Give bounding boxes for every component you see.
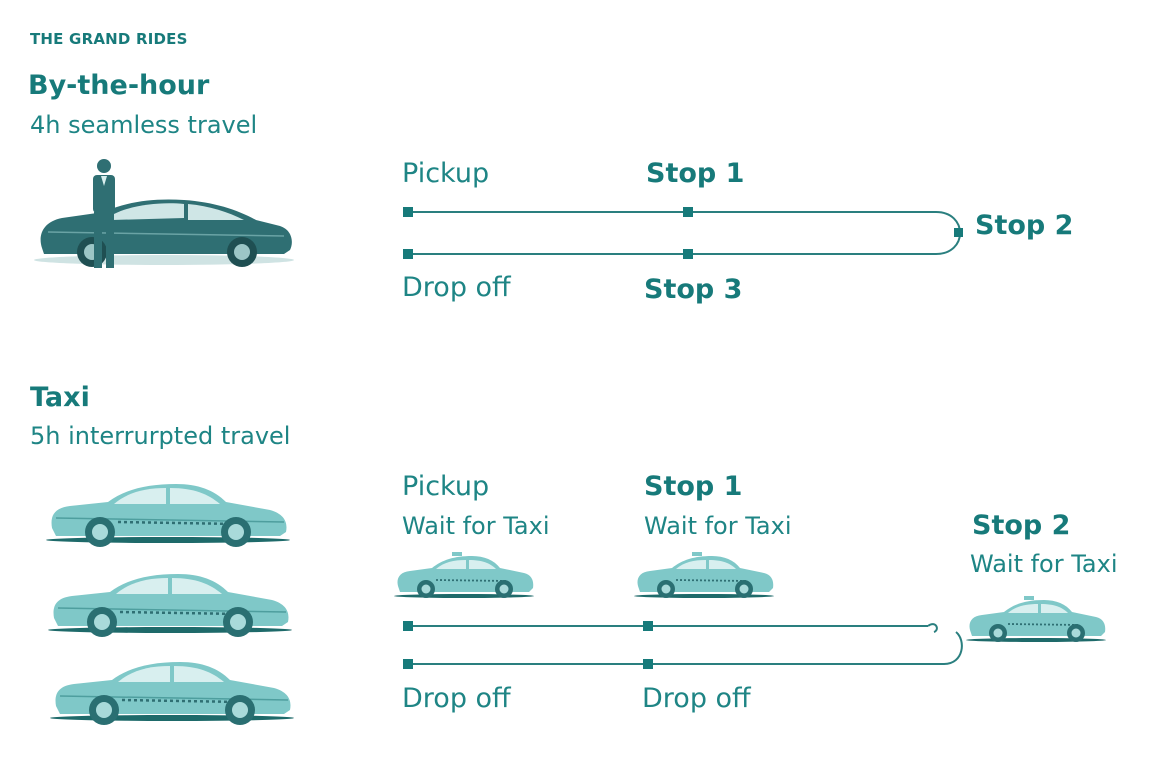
hourly-pickup-label: Pickup bbox=[402, 158, 490, 189]
taxi-subtitle: 5h interrurpted travel bbox=[30, 422, 291, 450]
hourly-stop2-marker bbox=[954, 228, 963, 237]
taxi-route-markers bbox=[403, 621, 653, 669]
hourly-subtitle: 4h seamless travel bbox=[30, 111, 258, 139]
taxi-stop1-wait-label: Wait for Taxi bbox=[644, 512, 792, 540]
hourly-stop1-marker bbox=[683, 207, 693, 217]
hourly-stop1-label: Stop 1 bbox=[646, 158, 745, 189]
hourly-dropoff-label: Drop off bbox=[402, 272, 511, 303]
taxi-pickup-label: Pickup bbox=[402, 471, 490, 502]
taxi-stop2-label: Stop 2 bbox=[972, 510, 1071, 541]
taxi-car-icon-2 bbox=[46, 572, 294, 639]
hourly-stop3-label: Stop 3 bbox=[644, 274, 743, 305]
taxi-dropoff-label-2: Drop off bbox=[642, 683, 751, 714]
hourly-route-markers bbox=[403, 207, 963, 259]
taxi-dropoff-label-1: Drop off bbox=[402, 683, 511, 714]
taxi-dropoff-marker-1 bbox=[403, 659, 413, 669]
hourly-pickup-marker bbox=[403, 207, 413, 217]
taxi-car-icon-1 bbox=[44, 482, 292, 549]
sedan-car-icon bbox=[33, 198, 295, 268]
hourly-stop3-marker bbox=[683, 249, 693, 259]
taxi-stop2-car-icon bbox=[965, 595, 1107, 643]
hourly-dropoff-marker bbox=[403, 249, 413, 259]
taxi-pickup-wait-label: Wait for Taxi bbox=[402, 512, 550, 540]
taxi-stop1-label: Stop 1 bbox=[644, 471, 743, 502]
taxi-title: Taxi bbox=[30, 382, 90, 413]
taxi-pickup-car-icon bbox=[393, 551, 535, 599]
brand-name: THE GRAND RIDES bbox=[30, 30, 188, 48]
taxi-dropoff-marker-2 bbox=[643, 659, 653, 669]
chauffeur-icon bbox=[93, 159, 115, 268]
hourly-route bbox=[408, 211, 961, 255]
taxi-pickup-marker bbox=[403, 621, 413, 631]
taxi-stop2-wait-label: Wait for Taxi bbox=[970, 550, 1118, 578]
taxi-car-icon-3 bbox=[48, 660, 296, 727]
hourly-stop2-label: Stop 2 bbox=[975, 210, 1074, 241]
taxi-route bbox=[408, 623, 963, 665]
hourly-title: By-the-hour bbox=[28, 70, 210, 101]
taxi-stop1-car-icon bbox=[633, 551, 775, 599]
taxi-stop1-marker bbox=[643, 621, 653, 631]
